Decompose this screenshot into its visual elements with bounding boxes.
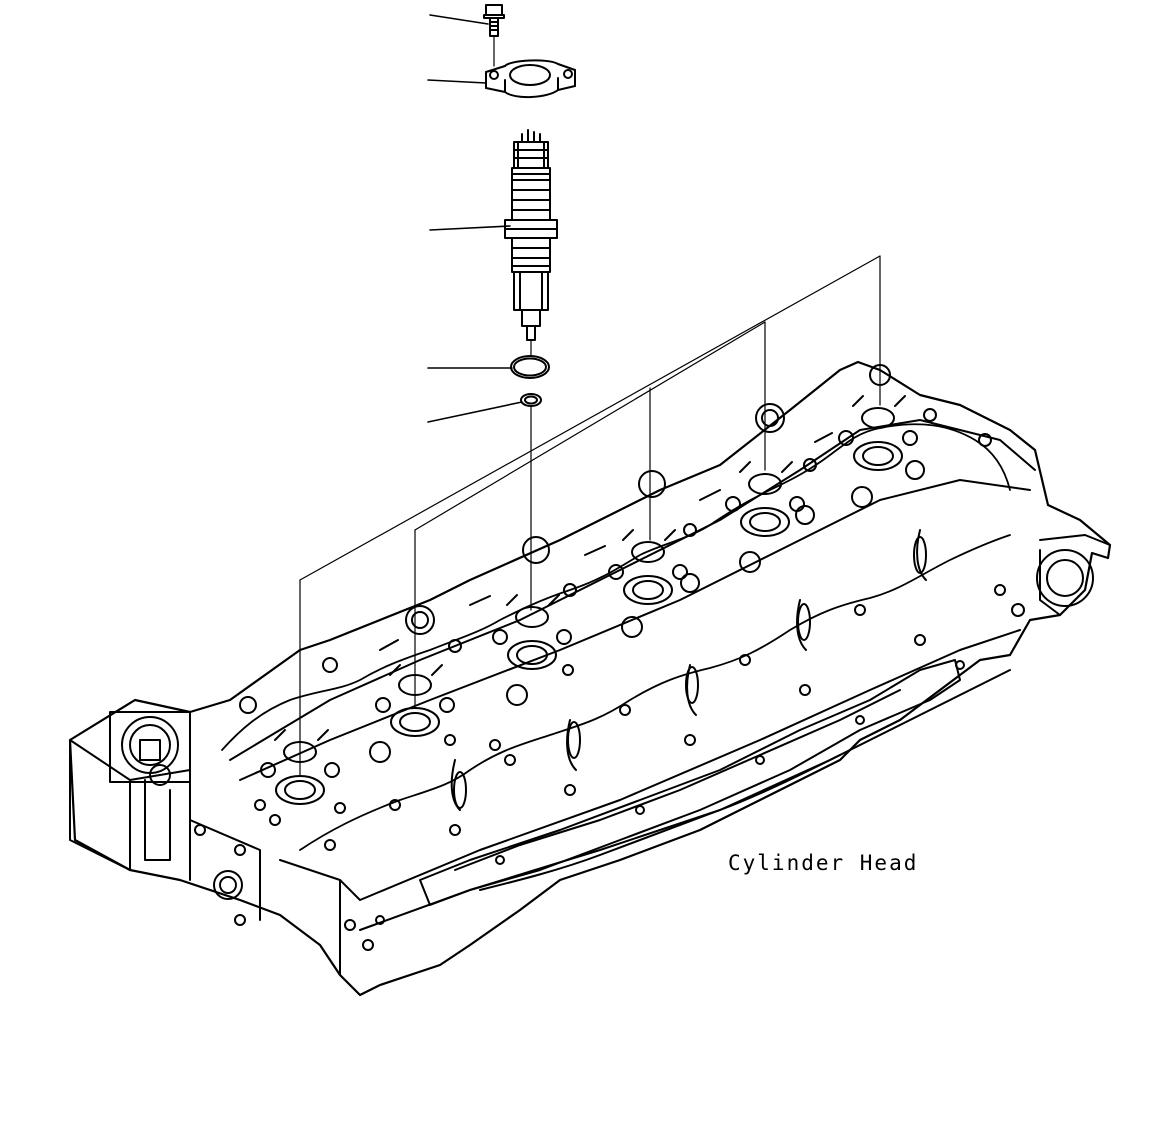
- fuel-injector: [504, 129, 558, 341]
- leader-clamp: [427, 79, 487, 84]
- leader-bolt: [429, 14, 489, 25]
- bore-4: [608, 529, 700, 638]
- seal-washer: [520, 393, 542, 407]
- assembly-guides: [299, 35, 881, 776]
- bore-5: [725, 461, 815, 573]
- bore-2: [369, 664, 456, 763]
- o-ring: [510, 355, 550, 379]
- mounting-bolt: [483, 4, 505, 37]
- bore-1: [254, 729, 346, 814]
- leader-injector: [429, 225, 511, 231]
- bore-6: [838, 395, 925, 508]
- cylinder-head: [68, 360, 1112, 997]
- bore-3: [489, 594, 574, 751]
- callout-leaders: [427, 14, 523, 423]
- caption-cylinder-head: Cylinder Head: [728, 851, 919, 875]
- leader-seal-washer: [427, 401, 523, 423]
- injector-clamp: [485, 59, 576, 98]
